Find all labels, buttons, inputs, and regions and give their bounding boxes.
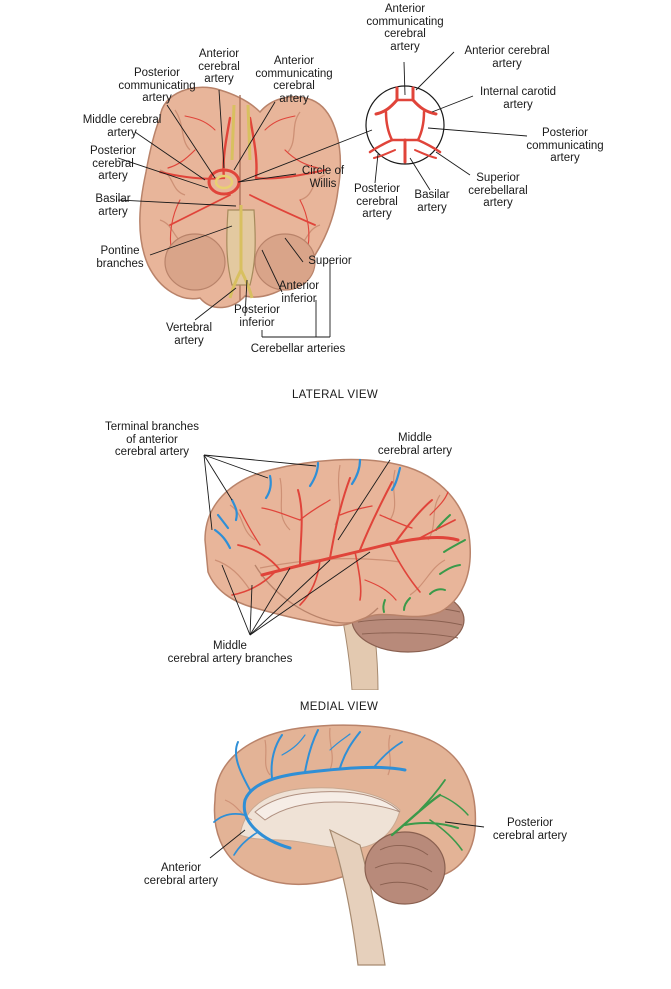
label-middle-cerebral-artery-lateral: Middle cerebral artery [377, 432, 453, 457]
medial-cerebellum [364, 831, 446, 905]
medial-posterior-cerebral-branches [390, 779, 469, 851]
label-middle-cerebral-branches: Middle cerebral artery branches [167, 640, 293, 665]
lateral-temporal-lobe [254, 564, 379, 624]
label-circle-of-willis: Circle of Willis [301, 165, 345, 190]
label-superior: Superior [308, 255, 352, 267]
medial-cerebellum-folia [374, 844, 433, 891]
label-detail-basilar: Basilar artery [414, 189, 450, 214]
corpus-callosum [254, 791, 401, 821]
right-cerebellar-lobe [254, 233, 316, 291]
label-terminal-branches: Terminal branches of anterior cerebral a… [105, 421, 199, 458]
lateral-brain-illustration [203, 454, 471, 690]
label-pontine-branches: Pontine branches [96, 245, 144, 270]
medial-anterior-cerebral-branches [213, 729, 407, 856]
label-anterior-inferior: Anterior inferior [278, 280, 320, 305]
label-detail-internal-carotid: Internal carotid artery [479, 86, 557, 111]
left-cerebellar-lobe [164, 233, 226, 291]
inferior-leader-lines [117, 89, 373, 338]
label-cerebellar-arteries: Cerebellar arteries [250, 343, 346, 355]
label-detail-anterior-cerebral: Anterior cerebral artery [464, 45, 550, 70]
medial-sulci [224, 727, 391, 821]
lateral-sulci [214, 464, 446, 596]
title-medial-view: MEDIAL VIEW [299, 701, 379, 713]
medial-brain-illustration [209, 724, 485, 966]
label-middle-cerebral-artery: Middle cerebral artery [82, 114, 162, 139]
label-detail-posterior-cerebral: Posterior cerebral artery [353, 183, 401, 220]
inferior-brain-illustration [117, 51, 528, 338]
medial-leader-lines [209, 821, 485, 859]
lateral-middle-cerebral-branches [231, 477, 460, 606]
lateral-leader-lines [203, 454, 391, 636]
label-anterior-cerebral-artery: Anterior cerebral artery [198, 48, 240, 85]
detail-arteries [368, 86, 442, 164]
label-detail-posterior-communicating: Posterior communicating artery [526, 127, 604, 164]
inferior-basilar-artery [228, 205, 254, 299]
label-anterior-cerebral-artery-medial: Anterior cerebral artery [143, 862, 219, 887]
label-basilar-artery: Basilar artery [95, 193, 131, 218]
title-lateral-view: LATERAL VIEW [291, 389, 379, 401]
label-anterior-communicating-artery: Anterior communicating cerebral artery [255, 55, 333, 105]
inferior-olfactory-tracts [230, 104, 252, 161]
label-posterior-cerebral-artery: Posterior cerebral artery [89, 145, 137, 182]
label-detail-superior-cerebellar: Superior cerebellaral artery [468, 172, 528, 209]
detail-leader-lines [374, 51, 528, 191]
lateral-anterior-cerebral-branches [213, 458, 402, 550]
label-posterior-communicating-artery: Posterior communicating artery [118, 67, 196, 104]
label-detail-anterior-communicating: Anterior communicating cerebral artery [366, 3, 444, 53]
lateral-cerebrum [204, 458, 471, 627]
label-posterior-cerebral-artery-medial: Posterior cerebral artery [492, 817, 568, 842]
label-posterior-inferior: Posterior inferior [233, 304, 281, 329]
label-vertebral-artery: Vertebral artery [165, 322, 213, 347]
